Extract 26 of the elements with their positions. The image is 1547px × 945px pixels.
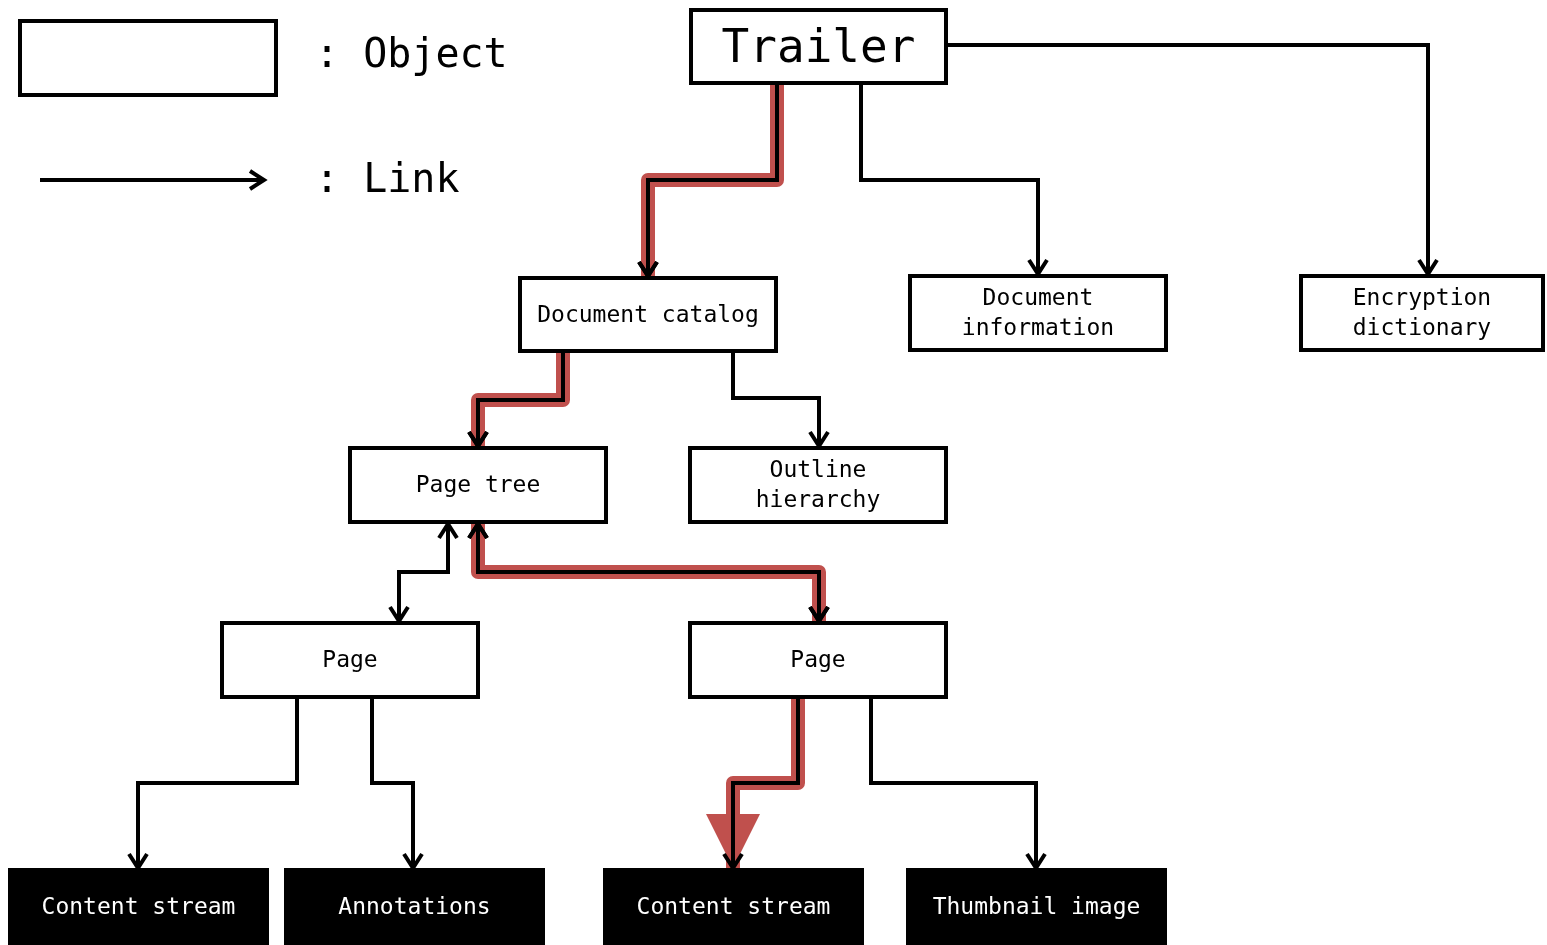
box-label: Thumbnail image bbox=[932, 891, 1141, 921]
data-box bbox=[284, 868, 545, 945]
object-box bbox=[688, 446, 948, 524]
legend-label: : Object bbox=[315, 30, 508, 76]
object-box bbox=[518, 276, 778, 353]
object-box bbox=[688, 621, 948, 699]
data-box bbox=[906, 868, 1167, 945]
box-label: Content stream bbox=[41, 891, 236, 921]
box-label: Document information bbox=[960, 283, 1116, 342]
box-label: Outline hierarchy bbox=[754, 455, 882, 514]
box-label: Encryption dictionary bbox=[1351, 283, 1493, 342]
legend-label: : Link bbox=[315, 155, 460, 201]
box-label: Page bbox=[322, 645, 378, 675]
box-label: Page bbox=[790, 645, 846, 675]
object-box bbox=[348, 446, 608, 524]
object-box bbox=[689, 8, 948, 85]
object-box bbox=[1299, 274, 1545, 352]
box-label: Trailer bbox=[721, 17, 916, 75]
box-label: Document catalog bbox=[537, 299, 759, 329]
data-box bbox=[8, 868, 269, 945]
box-label: Content stream bbox=[636, 891, 831, 921]
object-box bbox=[220, 621, 480, 699]
box-label: Annotations bbox=[338, 891, 491, 921]
box-label: Page tree bbox=[415, 470, 541, 500]
object-box bbox=[908, 274, 1168, 352]
data-box bbox=[603, 868, 864, 945]
